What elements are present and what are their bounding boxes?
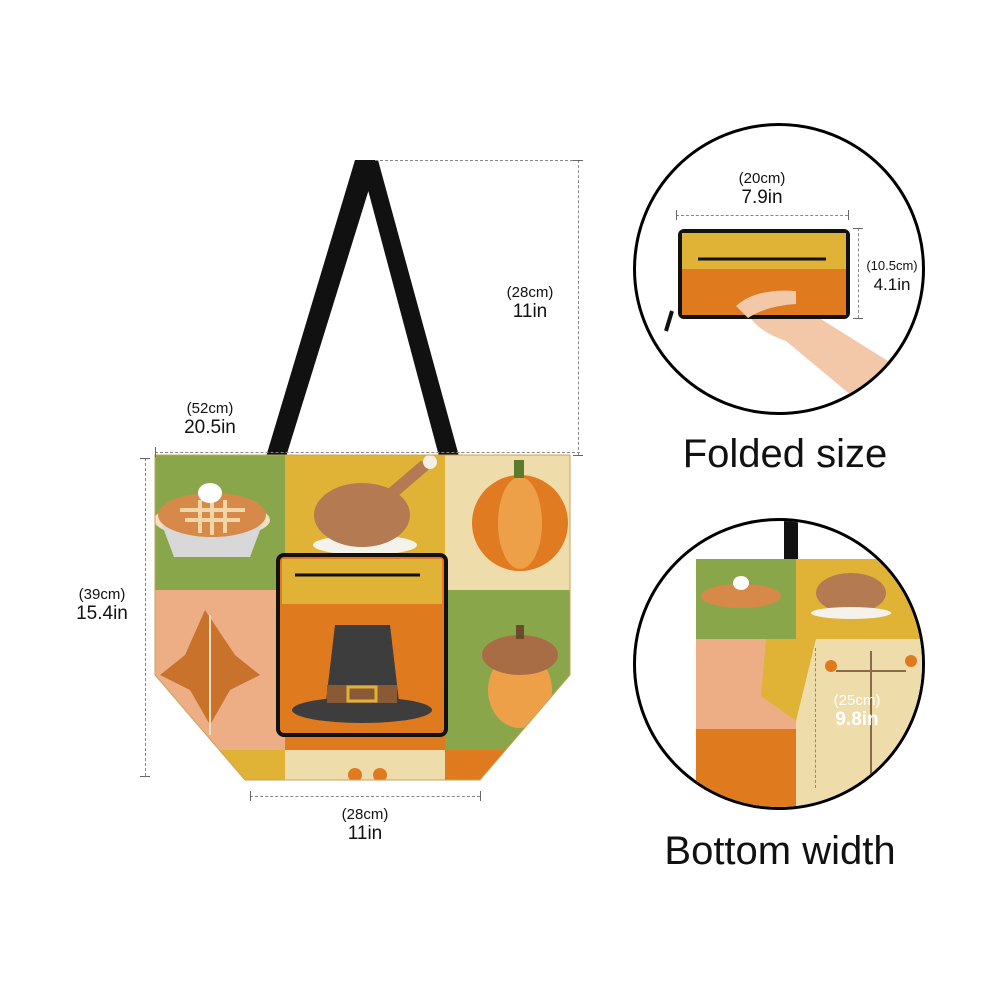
bag-height-in: 15.4in: [76, 603, 128, 624]
bottom-width-line: [250, 796, 480, 797]
folded-width-left-tick: [676, 210, 677, 220]
folded-height-label: (10.5cm) 4.1in: [862, 257, 922, 295]
bag-height-cm: (39cm): [78, 586, 126, 603]
folded-height-in: 4.1in: [873, 275, 911, 294]
bottom-width-in: 11in: [347, 823, 383, 844]
folded-size-caption: Folded size: [682, 432, 888, 476]
tote-bag-illustration: [150, 155, 590, 795]
folded-pouch-illustration: [664, 229, 896, 412]
handle-height-top-line: [375, 160, 583, 161]
handle-height-line: [578, 160, 579, 455]
handle-height-top-tick: [573, 160, 583, 161]
folded-height-cm: (10.5cm): [866, 258, 918, 273]
bottom-width-label: (28cm) 11in: [325, 806, 405, 844]
handle-height-bottom-tick: [573, 455, 583, 456]
bottom-width-caption: Bottom width: [664, 829, 896, 873]
top-width-line: [155, 452, 580, 453]
folded-height-bottom-tick: [853, 318, 863, 319]
top-width-in: 20.5in: [184, 417, 236, 438]
folded-width-line: [676, 215, 848, 216]
bottom-depth-cm: (25cm): [833, 692, 881, 709]
folded-width-in: 7.9in: [741, 187, 783, 208]
bottom-detail-illustration: [696, 521, 922, 807]
bag-height-bottom-tick: [140, 776, 150, 777]
bottom-depth-in: 9.8in: [835, 709, 879, 730]
bottom-depth-label: (25cm) 9.8in: [818, 692, 896, 730]
folded-width-label: (20cm) 7.9in: [722, 170, 802, 208]
folded-width-right-tick: [848, 210, 849, 220]
bottom-width-right-tick: [480, 791, 481, 801]
bottom-detail-circle: [633, 518, 925, 810]
bag-height-top-tick: [140, 458, 150, 459]
top-width-left-tick: [155, 447, 156, 457]
folded-size-circle: [633, 123, 925, 415]
handle-height-label: (28cm) 11in: [490, 284, 570, 322]
top-width-label: (52cm) 20.5in: [170, 400, 250, 438]
bottom-width-left-tick: [250, 791, 251, 801]
bag-height-line: [145, 458, 146, 776]
folded-width-cm: (20cm): [738, 170, 786, 187]
bag-height-label: (39cm) 15.4in: [62, 586, 142, 624]
bottom-depth-line: [815, 648, 816, 788]
folded-height-line: [858, 228, 859, 318]
handle-height-cm: (28cm): [506, 284, 554, 301]
top-width-cm: (52cm): [186, 400, 234, 417]
folded-height-top-tick: [853, 228, 863, 229]
bottom-width-cm: (28cm): [341, 806, 389, 823]
handle-height-in: 11in: [512, 301, 548, 322]
